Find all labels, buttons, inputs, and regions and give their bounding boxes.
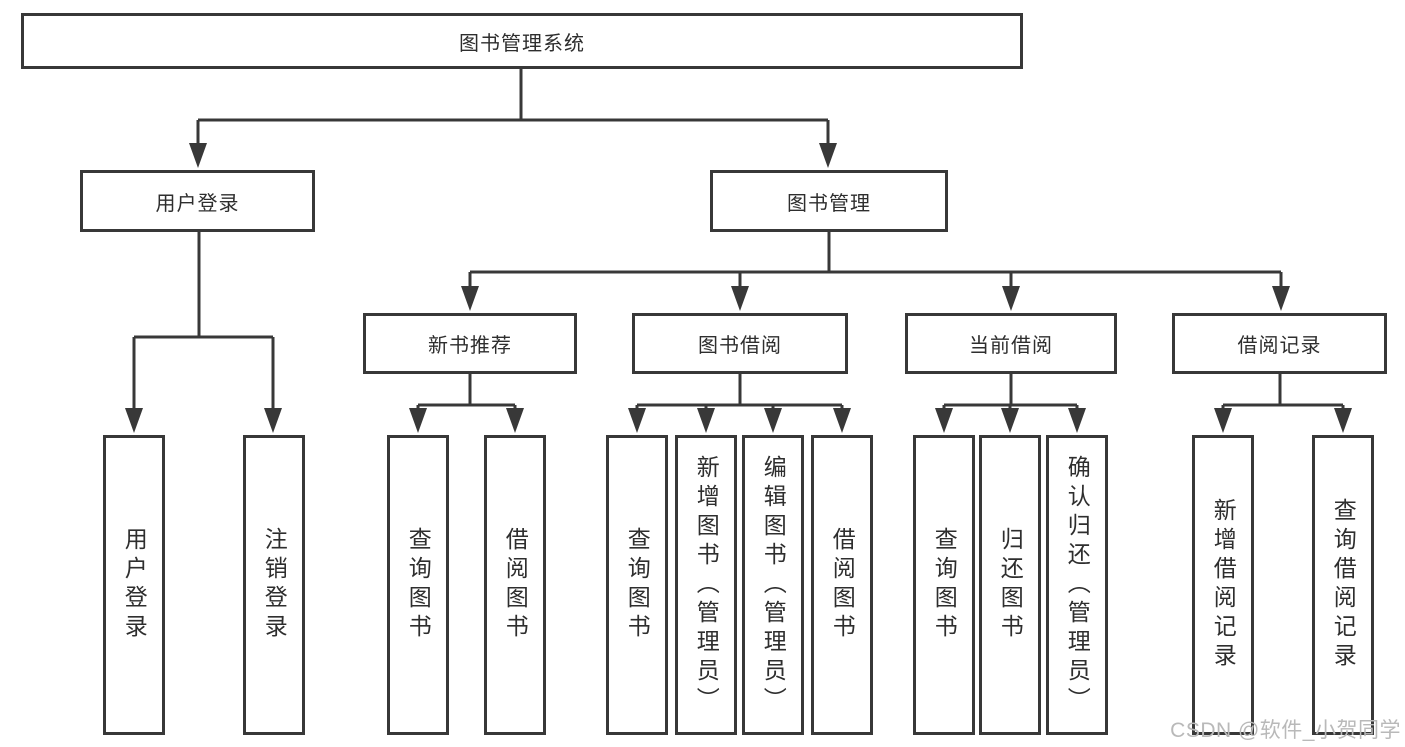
leaf-query-books-2: 查询图书 [606,435,668,735]
leaf-query-books: 查询图书 [387,435,449,735]
connector-root-branch [196,69,830,146]
leaf-logout: 注销登录 [243,435,305,735]
connector-login-branch [132,232,275,411]
leaf-edit-books-admin: 编辑图书（管理员） [742,435,804,735]
leaf-confirm-return-admin: 确认归还（管理员） [1046,435,1108,735]
connector-newbook-branch [416,374,517,411]
connector-current-branch [942,374,1079,411]
node-borrow-records: 借阅记录 [1172,313,1387,374]
connector-records-branch [1221,374,1345,411]
leaf-add-books-admin: 新增图书（管理员） [675,435,737,735]
node-current-borrow: 当前借阅 [905,313,1117,374]
leaf-query-borrow-record: 查询借阅记录 [1312,435,1374,735]
node-new-book-recommend: 新书推荐 [363,313,577,374]
leaf-borrow-books: 借阅图书 [484,435,546,735]
leaf-borrow-books-2: 借阅图书 [811,435,873,735]
connector-borrow-branch [635,374,844,411]
node-user-login: 用户登录 [80,170,315,232]
node-book-borrow: 图书借阅 [632,313,848,374]
watermark: CSDN @软件_小贺同学 [1170,719,1401,742]
leaf-add-borrow-record: 新增借阅记录 [1192,435,1254,735]
leaf-query-books-3: 查询图书 [913,435,975,735]
leaf-return-books: 归还图书 [979,435,1041,735]
connector-mgmt-branch [468,232,1283,289]
leaf-user-login: 用户登录 [103,435,165,735]
node-root-system: 图书管理系统 [21,13,1023,69]
node-book-management: 图书管理 [710,170,948,232]
